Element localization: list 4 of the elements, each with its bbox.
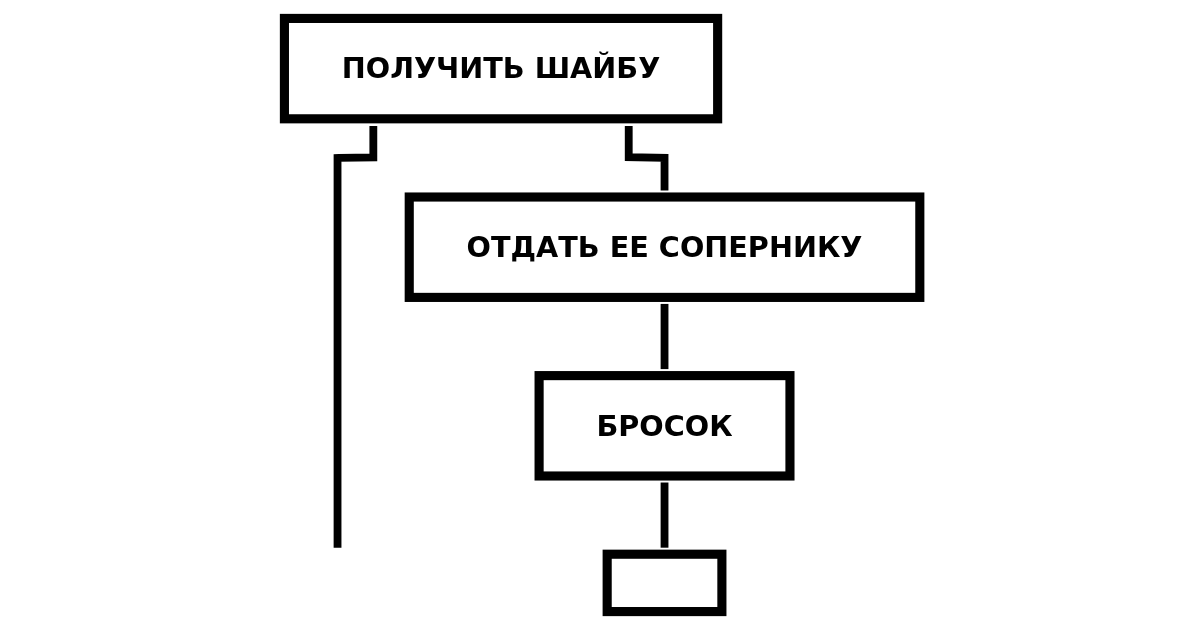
process-box: БРОСОК (534, 371, 795, 481)
process-box: ПОЛУЧИТЬ ШАЙБУ (279, 13, 723, 124)
process-box (602, 549, 727, 617)
process-box: ОТДАТЬ ЕЕ СОПЕРНИКУ (404, 192, 925, 302)
